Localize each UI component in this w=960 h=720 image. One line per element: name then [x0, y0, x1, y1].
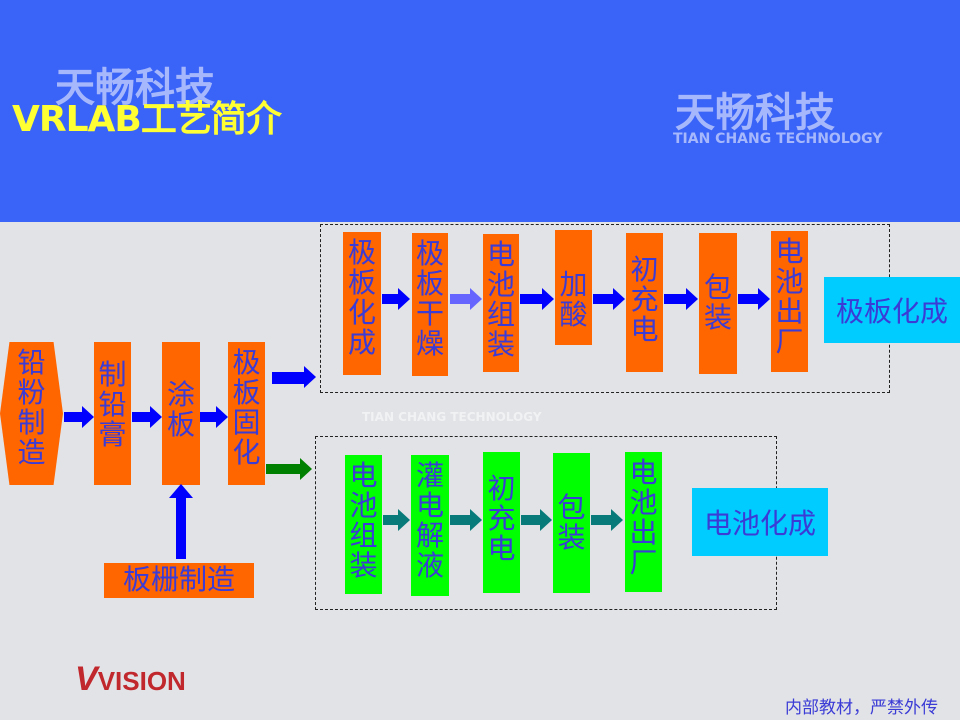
step-label: 初充电: [630, 253, 659, 346]
lower-step: 电池出厂: [625, 452, 662, 592]
lower-step: 电池组装: [345, 455, 382, 594]
step-label: 极板化成: [347, 236, 376, 359]
step-label: 板栅制造: [122, 563, 235, 596]
arrow-to-lower-route: [266, 458, 312, 480]
step-label: 极板干燥: [415, 237, 444, 360]
lower-step: 初充电: [483, 452, 520, 593]
step-label: 铅粉制造: [17, 346, 46, 469]
step-label: 包装: [703, 271, 732, 334]
vision-logo: VVISION: [75, 660, 186, 698]
lower-step: 灌电解液: [411, 455, 449, 596]
arrow-right: [450, 509, 482, 531]
step-grid: 板栅制造: [104, 563, 254, 598]
arrow-right: [383, 509, 410, 531]
watermark-brand: 天畅科技: [55, 65, 215, 111]
upper-step: 加酸: [555, 230, 592, 345]
logo-text: VISION: [97, 666, 186, 696]
lower-route-label: 电池化成: [692, 488, 828, 556]
arrow-up-head: [169, 484, 193, 498]
arrow-up: [176, 497, 186, 559]
page-title: VRLAB工艺简介: [12, 99, 282, 140]
lower-step: 包装: [553, 453, 590, 593]
upper-step: 包装: [699, 233, 737, 374]
arrow-right: [521, 509, 552, 531]
watermark-brand: 天畅科技: [675, 90, 835, 136]
watermark-brand-en: TIAN CHANG TECHNOLOGY: [673, 131, 883, 147]
upper-step: 极板干燥: [412, 233, 448, 376]
step-label: 初充电: [487, 472, 516, 565]
step-label: 灌电解液: [415, 459, 444, 582]
upper-step: 电池出厂: [771, 231, 808, 372]
upper-step: 初充电: [626, 233, 663, 372]
step-paste: 制铅膏: [94, 342, 131, 485]
step-label: 制铅膏: [98, 358, 127, 451]
arrow-right: [593, 288, 625, 310]
arrow-right: [382, 288, 410, 310]
step-label: 加酸: [559, 268, 588, 331]
footer-note: 内部教材，严禁外传: [785, 698, 938, 718]
step-label: 涂板: [166, 378, 195, 441]
step-label: 极板固化: [232, 346, 261, 469]
upper-route-label: 极板化成: [824, 277, 960, 343]
watermark-brand-en: TIAN CHANG TECHNOLOGY: [362, 410, 542, 424]
upper-step: 极板化成: [343, 232, 381, 375]
arrow-to-upper-route: [272, 366, 316, 388]
step-label: 电池出厂: [775, 235, 804, 358]
header-band: [0, 0, 960, 222]
step-label: 电池出厂: [629, 456, 658, 579]
step-pasting: 涂板: [162, 342, 200, 485]
arrow-right: [450, 288, 482, 310]
step-lead-powder: 铅粉制造: [0, 342, 63, 485]
step-label: 电池组装: [486, 238, 515, 361]
step-label: 电池组装: [349, 459, 378, 582]
arrow-right: [738, 288, 770, 310]
arrow-right: [132, 406, 162, 428]
upper-step: 电池组装: [483, 234, 519, 372]
arrow-right: [520, 288, 554, 310]
arrow-right: [200, 406, 228, 428]
arrow-right: [64, 406, 94, 428]
step-curing: 极板固化: [228, 342, 265, 485]
arrow-right: [591, 509, 623, 531]
arrow-right: [664, 288, 698, 310]
step-label: 包装: [557, 491, 586, 554]
